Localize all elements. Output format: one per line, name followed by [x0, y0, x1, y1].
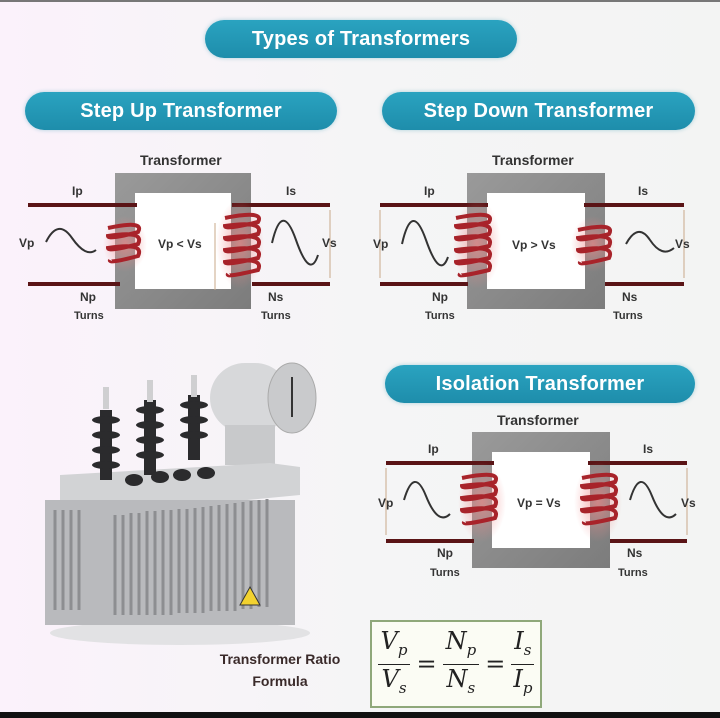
np-symbol: N — [445, 626, 467, 655]
step-up-heading-pill: Step Up Transformer — [25, 92, 337, 130]
step-up-diagram: Transformer Ip Is Vp Vs Vp < Vs Np Ns Tu… — [0, 140, 360, 340]
step-down-diagram: Transformer Ip Is Vp Vs Vp > Vs Np Ns Tu… — [360, 140, 720, 340]
isolation-vs: Vs — [681, 496, 696, 510]
isolation-is: Is — [643, 442, 654, 456]
ip-subscript: p — [522, 678, 533, 697]
step-down-schematic — [379, 173, 685, 309]
ns-subscript: s — [467, 678, 476, 697]
step-down-np: Np — [432, 290, 448, 304]
step-down-turns-right: Turns — [613, 310, 643, 322]
isolation-core-label: Transformer — [497, 412, 579, 428]
step-down-relation: Vp > Vs — [512, 238, 556, 252]
equals-sign: = — [416, 650, 437, 678]
isolation-turns-left: Turns — [430, 567, 460, 579]
vs-symbol: V — [381, 664, 399, 693]
step-down-vp: Vp — [373, 237, 389, 251]
step-up-relation: Vp < Vs — [158, 237, 202, 251]
step-up-ns: Ns — [268, 290, 284, 304]
formula-box: Vp Vs = Np Ns = Is Ip — [370, 620, 542, 708]
ns-symbol: N — [446, 664, 468, 693]
distribution-transformer-icon — [45, 362, 317, 645]
step-down-heading-pill: Step Down Transformer — [382, 92, 695, 130]
bottom-border — [0, 712, 720, 718]
step-up-schematic — [28, 173, 331, 309]
step-up-heading: Step Up Transformer — [80, 99, 282, 122]
step-up-core-label: Transformer — [140, 152, 222, 168]
isolation-turns-right: Turns — [618, 567, 648, 579]
step-up-vp: Vp — [19, 236, 35, 250]
isolation-ip: Ip — [428, 442, 439, 456]
top-border — [0, 0, 720, 2]
step-up-turns-left: Turns — [74, 310, 104, 322]
step-down-vs: Vs — [675, 237, 690, 251]
isolation-ns: Ns — [627, 546, 643, 560]
formula-label: Transformer Ratio Formula — [200, 648, 360, 692]
step-up-vs: Vs — [322, 236, 337, 250]
np-subscript: p — [466, 640, 477, 659]
main-title: Types of Transformers — [251, 27, 471, 50]
step-up-np: Np — [80, 290, 96, 304]
vs-subscript: s — [398, 678, 407, 697]
vp-subscript: p — [397, 640, 408, 659]
isolation-heading: Isolation Transformer — [435, 372, 645, 395]
step-down-turns-left: Turns — [425, 310, 455, 322]
step-down-core-label: Transformer — [492, 152, 574, 168]
step-down-ip: Ip — [424, 184, 435, 198]
transformer-photo — [30, 355, 330, 650]
formula-label-line2: Formula — [252, 673, 308, 689]
vp-symbol: V — [380, 626, 398, 655]
step-up-is: Is — [286, 184, 297, 198]
isolation-relation: Vp = Vs — [517, 496, 561, 510]
equals-sign: = — [485, 650, 506, 678]
turns-ratio: Np Ns — [442, 626, 480, 702]
isolation-np: Np — [437, 546, 453, 560]
voltage-ratio: Vp Vs — [377, 626, 411, 702]
formula-label-line1: Transformer Ratio — [219, 651, 341, 667]
current-ratio: Is Ip — [511, 626, 535, 702]
isolation-schematic — [385, 432, 688, 568]
is-symbol: I — [514, 626, 524, 655]
step-down-heading: Step Down Transformer — [423, 99, 654, 122]
ip-symbol: I — [513, 664, 523, 693]
isolation-vp: Vp — [378, 496, 394, 510]
step-up-ip: Ip — [72, 184, 83, 198]
step-up-turns-right: Turns — [261, 310, 291, 322]
isolation-diagram: Transformer Ip Is Vp Vs Vp = Vs Np Ns Tu… — [360, 400, 720, 590]
isolation-heading-pill: Isolation Transformer — [385, 365, 695, 403]
is-subscript: s — [523, 640, 532, 659]
step-down-ns: Ns — [622, 290, 638, 304]
main-title-pill: Types of Transformers — [205, 20, 517, 58]
step-down-is: Is — [638, 184, 649, 198]
